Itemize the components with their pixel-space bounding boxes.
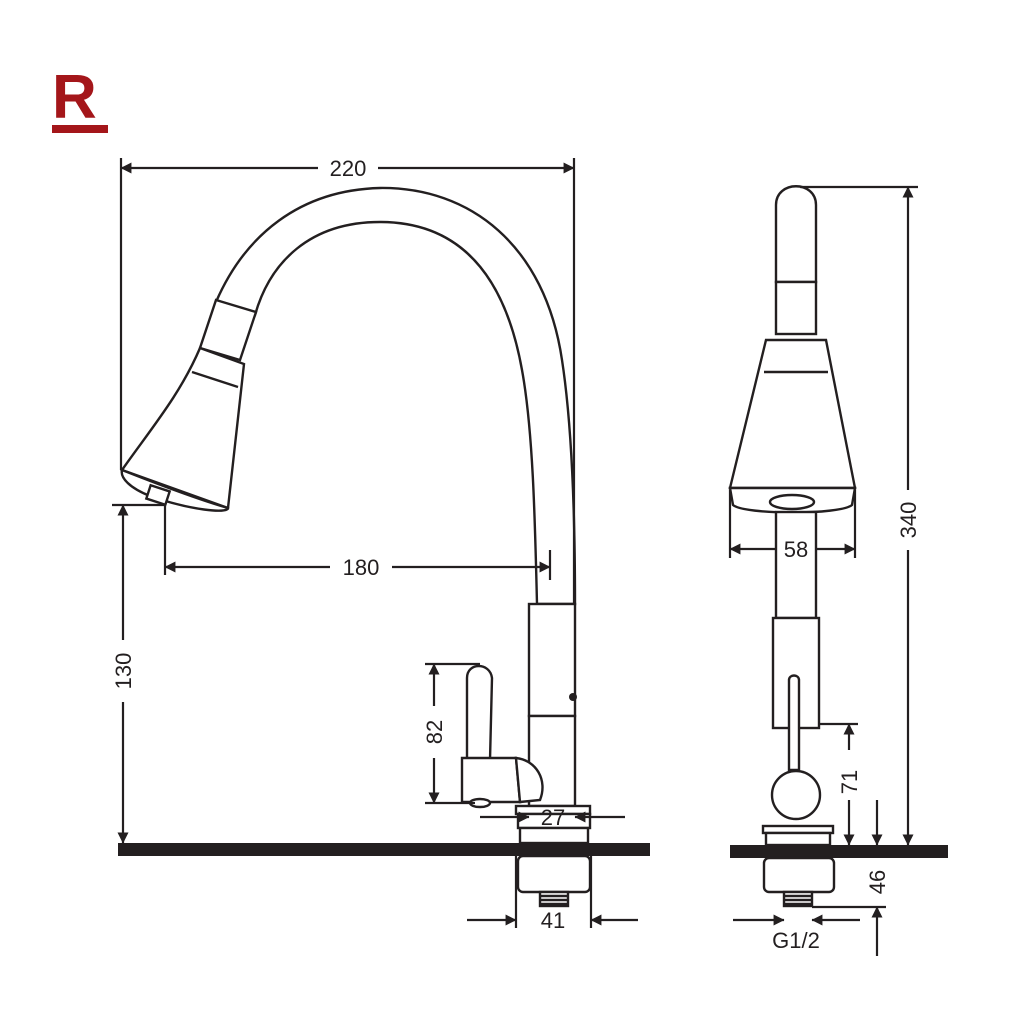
front-view-faucet xyxy=(120,186,592,908)
side-hose-top xyxy=(774,185,818,284)
side-collar xyxy=(774,280,818,336)
dim-label-27: 27 xyxy=(541,805,565,830)
dim-label-82: 82 xyxy=(422,720,447,744)
countertop-front xyxy=(118,843,650,856)
side-view-faucet xyxy=(728,185,857,908)
dimension-base-nut: 41 xyxy=(467,856,638,933)
dimension-side-body: 71 xyxy=(819,722,862,846)
dimension-spout-height: 130 xyxy=(111,503,165,844)
dim-label-130: 130 xyxy=(111,653,136,690)
spray-face xyxy=(120,468,230,512)
handle-hub xyxy=(460,756,522,804)
dim-label-71: 71 xyxy=(837,770,862,794)
dimension-shank-length: 46 xyxy=(812,800,890,956)
side-hose-lower xyxy=(774,510,818,620)
body-upper xyxy=(527,602,577,718)
dimension-body-diameter: 27 xyxy=(480,805,625,830)
hose-collar xyxy=(198,298,258,362)
dim-label-340: 340 xyxy=(896,502,921,539)
countertop-side xyxy=(730,845,948,858)
spout-hose xyxy=(214,186,577,606)
dimension-handle-height: 82 xyxy=(422,662,480,805)
dim-label-180: 180 xyxy=(343,555,380,580)
dimension-overall-height: 340 xyxy=(800,185,921,846)
dimension-overall-width: 220 xyxy=(119,156,576,604)
dimension-thread: G1/2 xyxy=(733,914,860,953)
dim-label-220: 220 xyxy=(330,156,367,181)
handle-lever xyxy=(465,664,494,762)
side-base-nut xyxy=(762,856,836,894)
dimension-spray-head: 58 xyxy=(728,490,857,562)
side-spray-head xyxy=(728,338,857,490)
brand-logo: R xyxy=(52,63,108,133)
base-nut xyxy=(516,854,592,894)
dim-label-46: 46 xyxy=(865,870,890,894)
dimension-spout-reach: 180 xyxy=(163,506,552,580)
side-handle-hub xyxy=(770,769,822,821)
side-handle-lever xyxy=(787,674,801,772)
logo-underline xyxy=(52,125,108,133)
dim-label-41: 41 xyxy=(541,908,565,933)
dim-label-58: 58 xyxy=(784,537,808,562)
dim-label-thread: G1/2 xyxy=(772,928,820,953)
logo-letter: R xyxy=(52,63,97,132)
